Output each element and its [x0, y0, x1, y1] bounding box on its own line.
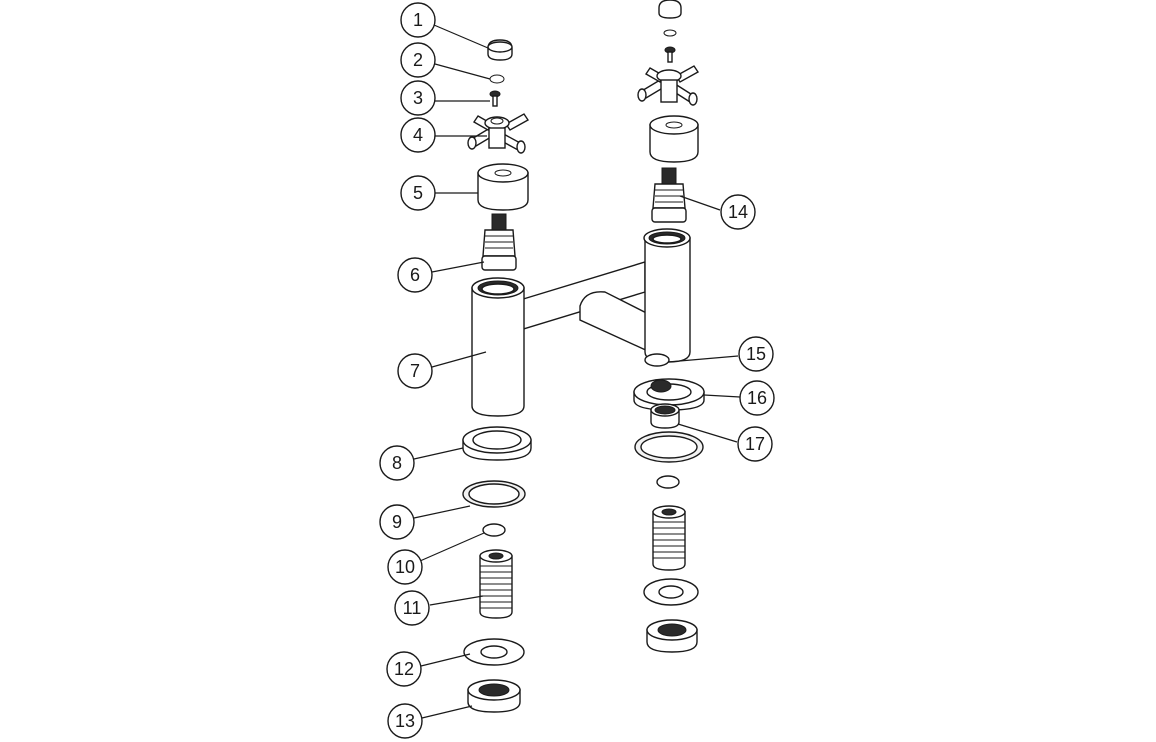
callout-label: 4: [413, 125, 423, 145]
callout-3: 3: [400, 80, 436, 116]
callout-label: 9: [392, 512, 402, 532]
o-ring-right: [656, 475, 680, 489]
o-ring-left: [482, 523, 506, 537]
diverter-plate: [633, 378, 705, 411]
callout-9: 9: [379, 504, 415, 540]
shroud-left: [477, 163, 529, 211]
base-gasket-left: [462, 480, 526, 508]
callout-1: 1: [400, 2, 436, 38]
callout-2: 2: [400, 42, 436, 78]
cross-handle-left: [467, 113, 530, 154]
callout-label: 5: [413, 183, 423, 203]
callout-label: 10: [395, 557, 415, 577]
callout-label: 3: [413, 88, 423, 108]
fixing-nut-right: [646, 619, 698, 653]
diverter-collar: [650, 403, 680, 429]
callout-label: 11: [403, 598, 422, 618]
callout-10: 10: [387, 549, 423, 585]
callout-12: 12: [386, 651, 422, 687]
screw-right: [664, 46, 676, 63]
callout-label: 12: [394, 659, 414, 679]
base-gasket-right: [634, 431, 704, 463]
indice-cap-right: [658, 0, 682, 19]
threaded-shank-right: [652, 505, 686, 571]
callout-label: 7: [410, 361, 420, 381]
callout-5: 5: [400, 175, 436, 211]
callout-7: 7: [397, 353, 433, 389]
fixing-washer-left: [463, 638, 525, 666]
callout-label: 13: [395, 711, 415, 731]
indice-cap-left: [487, 39, 513, 61]
callout-label: 17: [745, 434, 765, 454]
callout-15: 15: [738, 336, 774, 372]
fixing-nut-left: [467, 679, 521, 713]
callout-label: 2: [413, 50, 423, 70]
spout-aerator-washer: [644, 353, 670, 367]
callout-17: 17: [737, 426, 773, 462]
valve-cartridge-left: [481, 213, 517, 271]
callout-14: 14: [720, 194, 756, 230]
valve-cartridge-right: [651, 167, 687, 223]
fixing-washer-right: [643, 578, 699, 606]
shroud-right: [649, 115, 699, 163]
base-plate-left: [462, 426, 532, 461]
callout-11: 11: [394, 590, 430, 626]
callout-label: 14: [728, 202, 748, 222]
callout-16: 16: [739, 380, 775, 416]
washer-small-left: [489, 74, 505, 84]
leader-lines: [413, 24, 741, 719]
tap-body: [471, 228, 691, 417]
callout-label: 15: [746, 344, 766, 364]
callout-8: 8: [379, 445, 415, 481]
callout-13: 13: [387, 703, 423, 739]
callout-label: 6: [410, 265, 420, 285]
cross-handle-right: [637, 65, 700, 106]
washer-small-right: [663, 29, 677, 37]
callout-6: 6: [397, 257, 433, 293]
screw-left: [489, 90, 501, 107]
callout-label: 8: [392, 453, 402, 473]
threaded-shank-left: [479, 549, 513, 619]
callout-4: 4: [400, 117, 436, 153]
callout-label: 1: [413, 10, 423, 30]
callout-label: 16: [747, 388, 767, 408]
